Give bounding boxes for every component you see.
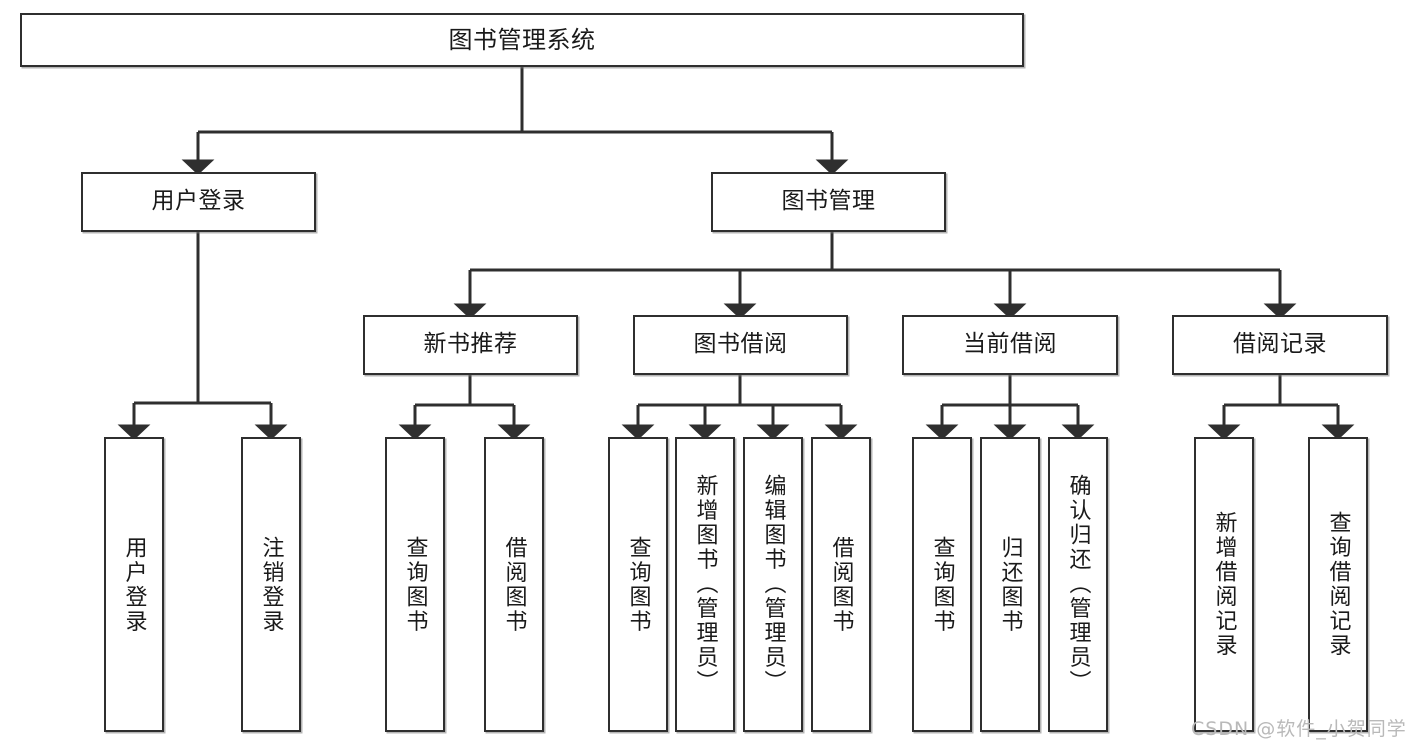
node-label: 编辑图书（管理员） <box>760 474 786 695</box>
node-label: 查询借阅记录 <box>1325 511 1351 658</box>
node-label: 借阅记录 <box>1233 331 1327 358</box>
node-label: 查询图书 <box>402 535 428 634</box>
csdn-watermark: CSDN @软件_小贺同学 <box>1191 718 1405 740</box>
leaf-user-login[interactable]: 用户登录 <box>104 437 164 732</box>
node-user-login[interactable]: 用户登录 <box>81 172 316 232</box>
leaf-query-book-3[interactable]: 查询图书 <box>912 437 972 732</box>
leaf-edit-book[interactable]: 编辑图书（管理员） <box>743 437 803 732</box>
leaf-logout-login[interactable]: 注销登录 <box>241 437 301 732</box>
node-borrow-record[interactable]: 借阅记录 <box>1172 315 1388 375</box>
node-book-borrow[interactable]: 图书借阅 <box>633 315 848 375</box>
leaf-add-book[interactable]: 新增图书（管理员） <box>675 437 735 732</box>
node-label: 图书管理系统 <box>448 25 596 54</box>
node-label: 借阅图书 <box>828 535 854 634</box>
node-new-book-recommend[interactable]: 新书推荐 <box>363 315 578 375</box>
leaf-borrow-book-2[interactable]: 借阅图书 <box>811 437 871 732</box>
leaf-add-borrow-record[interactable]: 新增借阅记录 <box>1194 437 1254 732</box>
node-label: 注销登录 <box>258 535 284 634</box>
node-label: 图书管理 <box>781 188 876 215</box>
leaf-borrow-book-1[interactable]: 借阅图书 <box>484 437 544 732</box>
node-current-borrow[interactable]: 当前借阅 <box>902 315 1118 375</box>
leaf-confirm-return[interactable]: 确认归还（管理员） <box>1048 437 1108 732</box>
node-label: 当前借阅 <box>963 331 1057 358</box>
node-label: 查询图书 <box>625 535 651 634</box>
node-label: 确认归还（管理员） <box>1065 474 1091 695</box>
node-label: 用户登录 <box>121 535 147 634</box>
leaf-return-book[interactable]: 归还图书 <box>980 437 1040 732</box>
node-book-management[interactable]: 图书管理 <box>711 172 946 232</box>
leaf-query-book-2[interactable]: 查询图书 <box>608 437 668 732</box>
node-label: 图书借阅 <box>693 331 788 358</box>
node-label: 新增借阅记录 <box>1211 511 1237 658</box>
node-label: 新增图书（管理员） <box>692 474 718 695</box>
node-label: 用户登录 <box>151 188 246 215</box>
node-label: 查询图书 <box>929 535 955 634</box>
node-label: 归还图书 <box>997 535 1023 634</box>
node-label: 借阅图书 <box>501 535 527 634</box>
leaf-query-borrow-record[interactable]: 查询借阅记录 <box>1308 437 1368 732</box>
leaf-query-book-1[interactable]: 查询图书 <box>385 437 445 732</box>
node-root-book-management-system[interactable]: 图书管理系统 <box>20 13 1024 67</box>
node-label: 新书推荐 <box>423 331 518 358</box>
